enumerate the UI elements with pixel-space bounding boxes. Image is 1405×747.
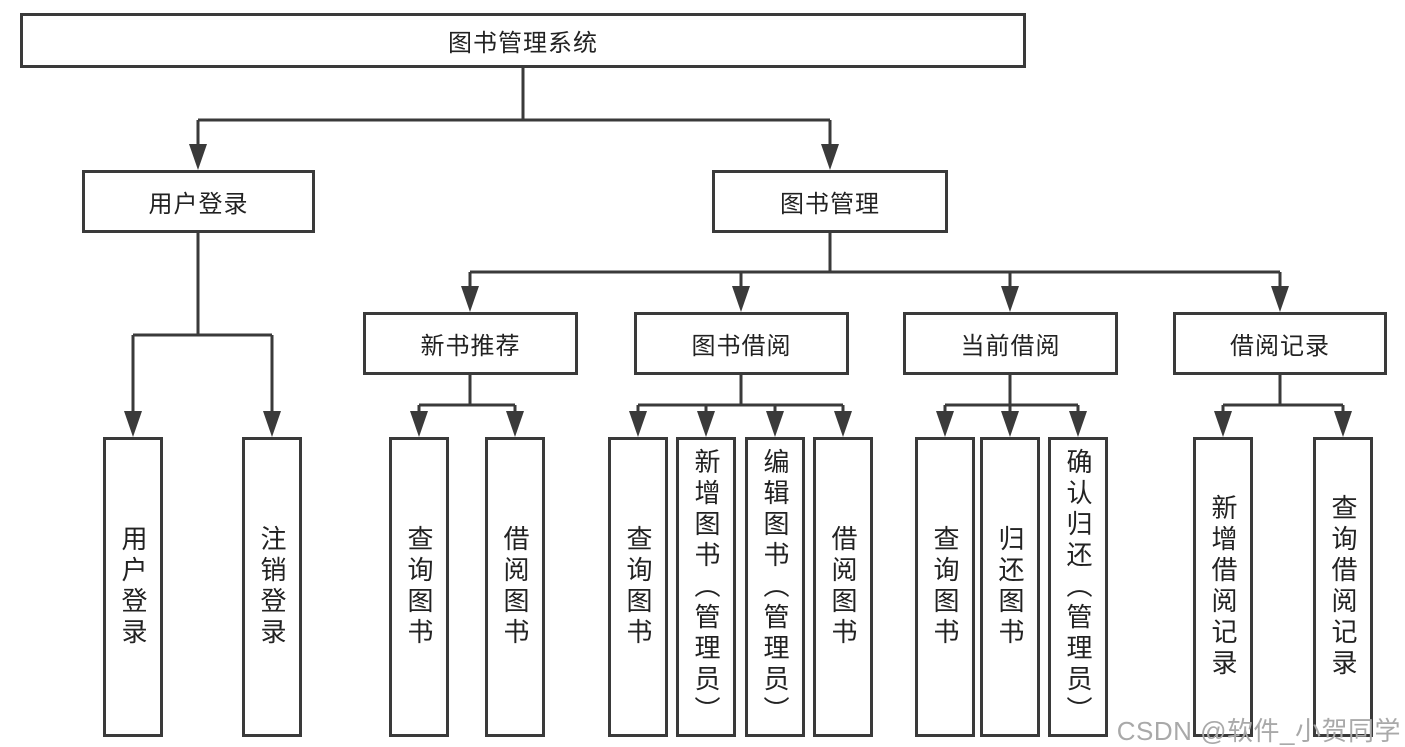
node-library-management-system: 图书管理系统 — [20, 13, 1026, 68]
node-user-login: 用户登录 — [82, 170, 315, 233]
node-leaf-logout-login: 注销登录 — [242, 437, 302, 737]
node-leaf-add-books-admin: 新增图书（管理员） — [676, 437, 736, 737]
node-leaf-user-login: 用户登录 — [103, 437, 163, 737]
arrowheads — [124, 144, 1352, 437]
node-leaf-borrow-books-recommend: 借阅图书 — [485, 437, 545, 737]
node-book-management: 图书管理 — [712, 170, 948, 233]
node-book-borrowing: 图书借阅 — [634, 312, 849, 375]
node-current-borrowing: 当前借阅 — [903, 312, 1118, 375]
node-leaf-edit-books-admin: 编辑图书（管理员） — [745, 437, 805, 737]
node-leaf-query-books-borrowing: 查询图书 — [608, 437, 668, 737]
node-borrowing-records: 借阅记录 — [1173, 312, 1387, 375]
csdn-watermark: CSDN @软件_小贺同学 — [1116, 716, 1401, 746]
connector-book-borrowing-children — [636, 375, 845, 418]
node-leaf-query-borrow-record: 查询借阅记录 — [1313, 437, 1373, 737]
node-leaf-add-borrow-record: 新增借阅记录 — [1193, 437, 1253, 737]
node-leaf-return-books: 归还图书 — [980, 437, 1040, 737]
connector-borrowing-records-children — [1221, 375, 1345, 418]
node-leaf-query-books-recommend: 查询图书 — [389, 437, 449, 737]
connector-new-book-children — [417, 375, 517, 418]
node-leaf-borrow-books: 借阅图书 — [813, 437, 873, 737]
node-new-book-recommend: 新书推荐 — [363, 312, 578, 375]
node-leaf-query-books-current: 查询图书 — [915, 437, 975, 737]
connector-root-to-level2 — [196, 68, 832, 150]
connector-user-login-children — [131, 233, 274, 418]
node-leaf-confirm-return-admin: 确认归还（管理员） — [1048, 437, 1108, 737]
connector-book-management-children — [468, 233, 1282, 293]
